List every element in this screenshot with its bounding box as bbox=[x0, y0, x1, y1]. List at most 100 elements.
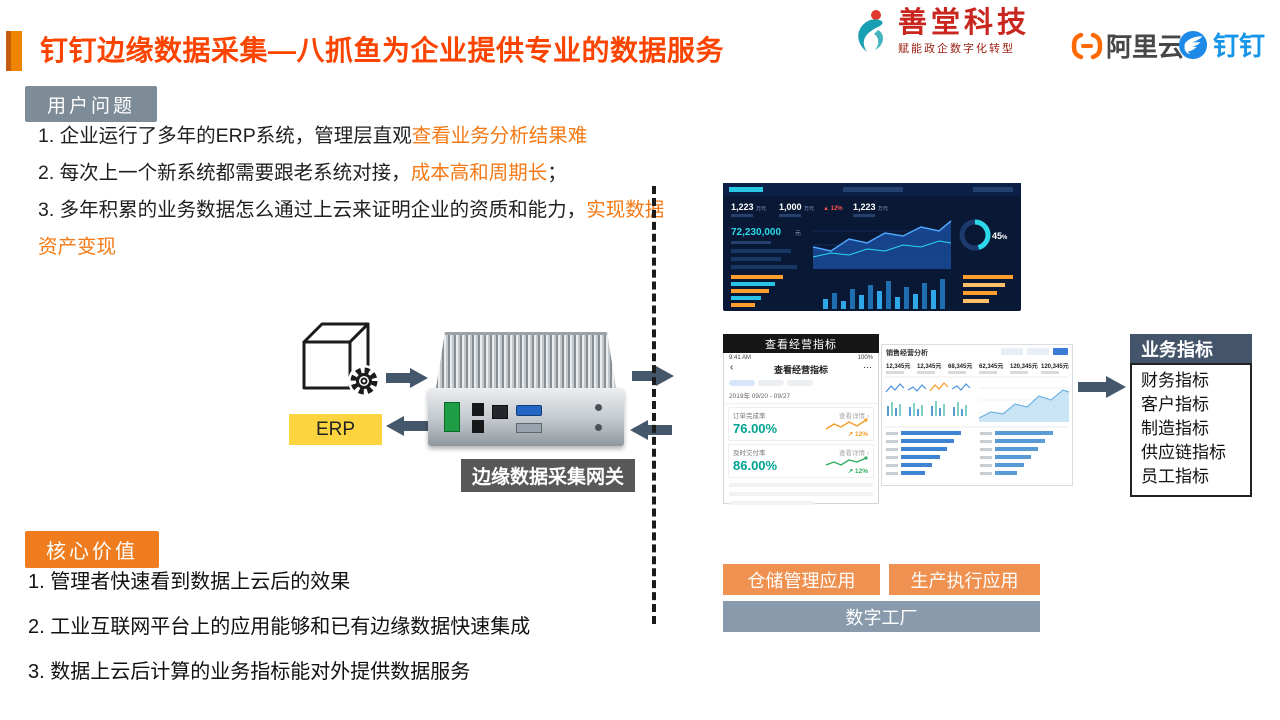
kpi-delta: ▲ 12% bbox=[823, 206, 843, 212]
indicator-item-employee: 员工指标 bbox=[1141, 467, 1209, 486]
gateway-screw bbox=[595, 404, 602, 411]
arrow-erp-to-gateway bbox=[386, 368, 428, 388]
metric-2: 12,345元 bbox=[917, 363, 941, 370]
more-icon: ⋯ bbox=[863, 362, 872, 372]
gateway-phoenix-connector bbox=[444, 402, 460, 432]
gateway-serial-port bbox=[516, 423, 542, 433]
business-indicators-list: 财务指标 客户指标 制造指标 供应链指标 员工指标 bbox=[1130, 363, 1252, 497]
metric-3: 68,345元 bbox=[948, 363, 972, 370]
user-problems-badge: 用户问题 bbox=[25, 86, 157, 122]
aliyun-logo: 阿里云 bbox=[1070, 27, 1184, 64]
shantang-logo-icon bbox=[858, 10, 884, 52]
kpi-1-value: 1,223 bbox=[731, 202, 754, 212]
indicator-item-supply-chain: 供应链指标 bbox=[1141, 443, 1226, 462]
tab-pill bbox=[729, 380, 755, 386]
shantang-logo-text: 善堂科技 赋能政企数字化转型 bbox=[898, 7, 1030, 56]
metric-value: 76.00% bbox=[733, 421, 778, 436]
phone-status-bar: 9:41 AM 100% bbox=[724, 353, 878, 361]
shantang-logo: 善堂科技 赋能政企数字化转型 bbox=[848, 6, 1030, 56]
metric-label: 及时交付率 bbox=[733, 450, 766, 457]
metric-value: 86.00% bbox=[733, 458, 778, 473]
dingtalk-logo-name: 钉钉 bbox=[1213, 31, 1266, 61]
metric-4: 62,345元 bbox=[979, 363, 1003, 370]
production-app-label: 生产执行应用 bbox=[889, 564, 1040, 595]
metric-delta: ↗ 12% bbox=[847, 431, 868, 438]
indicator-item-finance: 财务指标 bbox=[1141, 371, 1209, 390]
tab-pill bbox=[787, 380, 813, 386]
tab-pill bbox=[758, 380, 784, 386]
bi-dashboard-light-screenshot: 销售经营分析 12,345元 12,345元 68,345元 62,345元 1… bbox=[881, 344, 1073, 486]
view-detail-link: 查看详情 › bbox=[839, 413, 869, 420]
metric-label: 订单完成率 bbox=[733, 413, 766, 420]
problem-text: 1. 企业运行了多年的ERP系统，管理层直观 bbox=[38, 125, 412, 147]
bi-dashboard-dark-screenshot: 1,223 万元 1,000 万元 ▲ 12% 1,223 万元 72,230,… bbox=[723, 183, 1021, 311]
indicator-item-customer: 客户指标 bbox=[1141, 395, 1209, 414]
problem-highlight: 成本高和周期长 bbox=[410, 162, 548, 184]
metric-6: 120,345元 bbox=[1041, 363, 1069, 370]
core-value-list: 1. 管理者快速看到数据上云后的效果 2. 工业互联网平台上的应用能够和已有边缘… bbox=[28, 560, 688, 695]
core-value-item-3: 3. 数据上云后计算的业务指标能对外提供数据服务 bbox=[28, 661, 471, 683]
battery-label: 100% bbox=[857, 355, 873, 361]
gateway-ethernet-port bbox=[492, 405, 508, 419]
metric-5: 120,345元 bbox=[1010, 363, 1038, 370]
kpi-1-unit: 万元 bbox=[756, 206, 766, 212]
app-list-placeholder bbox=[724, 478, 878, 505]
problem-text: 3. 多年积累的业务数据怎么通过上云来证明企业的资质和能力， bbox=[38, 199, 587, 221]
problem-highlight: 实现数据资产变现 bbox=[38, 199, 665, 258]
user-problems-list: 1. 企业运行了多年的ERP系统，管理层直观查看业务分析结果难 2. 每次上一个… bbox=[38, 118, 682, 266]
dingtalk-logo: 钉钉 bbox=[1178, 26, 1265, 63]
slide-title: 钉钉边缘数据采集—八抓鱼为企业提供专业的数据服务 bbox=[40, 35, 725, 66]
title-accent-bar bbox=[6, 31, 22, 71]
mobile-app-screen: 9:41 AM 100% ‹ 查看经营指标 ⋯ 2019年 09/20 - 09… bbox=[723, 353, 879, 505]
status-time: 9:41 AM bbox=[729, 355, 752, 361]
gateway-usb-port bbox=[472, 403, 484, 416]
gateway-heatsink-fins bbox=[436, 332, 616, 388]
erp-label: ERP bbox=[289, 414, 382, 445]
problem-item-1: 1. 企业运行了多年的ERP系统，管理层直观查看业务分析结果难 bbox=[38, 118, 682, 155]
arrow-dashboard-to-indicators bbox=[1078, 376, 1126, 398]
indicator-item-manufacturing: 制造指标 bbox=[1141, 419, 1209, 438]
view-detail-link: 查看详情 › bbox=[839, 450, 869, 457]
problem-text: ； bbox=[547, 162, 567, 184]
kpi-3-unit: 万元 bbox=[878, 206, 888, 212]
gateway-screw bbox=[595, 424, 602, 431]
core-value-item-2: 2. 工业互联网平台上的应用能够和已有边缘数据快速集成 bbox=[28, 616, 531, 638]
erp-system-icon bbox=[302, 322, 380, 397]
digital-factory-label: 数字工厂 bbox=[723, 601, 1040, 632]
problem-item-2: 2. 每次上一个新系统都需要跟老系统对接，成本高和周期长； bbox=[38, 155, 682, 192]
arrow-cloud-to-gateway bbox=[630, 420, 672, 440]
phone-nav-bar: ‹ 查看经营指标 ⋯ bbox=[724, 361, 878, 379]
gateway-vga-port bbox=[516, 405, 542, 416]
shantang-logo-tagline: 赋能政企数字化转型 bbox=[898, 42, 1015, 55]
edge-gateway-device bbox=[428, 330, 624, 454]
warehouse-app-label: 仓储管理应用 bbox=[723, 564, 880, 595]
back-icon: ‹ bbox=[730, 362, 734, 373]
shantang-logo-name: 善堂科技 bbox=[898, 6, 1031, 39]
app-tabs bbox=[724, 379, 878, 389]
mobile-app-caption: 查看经营指标 bbox=[723, 334, 879, 353]
kpi-2-value: 1,000 bbox=[779, 202, 802, 212]
metric-delta: ↗ 12% bbox=[847, 468, 868, 475]
business-indicators-header: 业务指标 bbox=[1130, 334, 1252, 363]
core-value-badge: 核心价值 bbox=[25, 531, 159, 568]
app-page-title: 查看经营指标 bbox=[773, 365, 828, 375]
kpi-big-value: 72,230,000 bbox=[731, 227, 781, 238]
gateway-front-panel bbox=[428, 388, 624, 446]
metric-card-order-completion: 订单完成率 查看详情 › 76.00% ↗ 12% bbox=[728, 407, 874, 441]
aliyun-logo-icon bbox=[1071, 32, 1103, 59]
core-value-item-1: 1. 管理者快速看到数据上云后的效果 bbox=[28, 571, 351, 593]
kpi-big-unit: 元 bbox=[795, 230, 801, 237]
problem-highlight: 查看业务分析结果难 bbox=[411, 125, 588, 147]
dingtalk-logo-icon bbox=[1178, 30, 1208, 59]
mobile-app-screenshot: 查看经营指标 9:41 AM 100% ‹ 查看经营指标 ⋯ 2019年 09/… bbox=[723, 334, 879, 505]
sparkline-chart bbox=[825, 418, 868, 430]
problem-text: 2. 每次上一个新系统都需要跟老系统对接， bbox=[38, 162, 411, 184]
metric-card-on-time-delivery: 及时交付率 查看详情 › 86.00% ↗ 12% bbox=[728, 444, 874, 478]
sparkline-chart bbox=[825, 456, 868, 466]
donut-percentage: 45% bbox=[992, 231, 1008, 241]
bar-chart bbox=[823, 279, 945, 309]
gateway-usb-port bbox=[472, 420, 484, 433]
kpi-2-unit: 万元 bbox=[804, 206, 814, 212]
date-range: 2019年 09/20 - 09/27 bbox=[724, 389, 878, 404]
